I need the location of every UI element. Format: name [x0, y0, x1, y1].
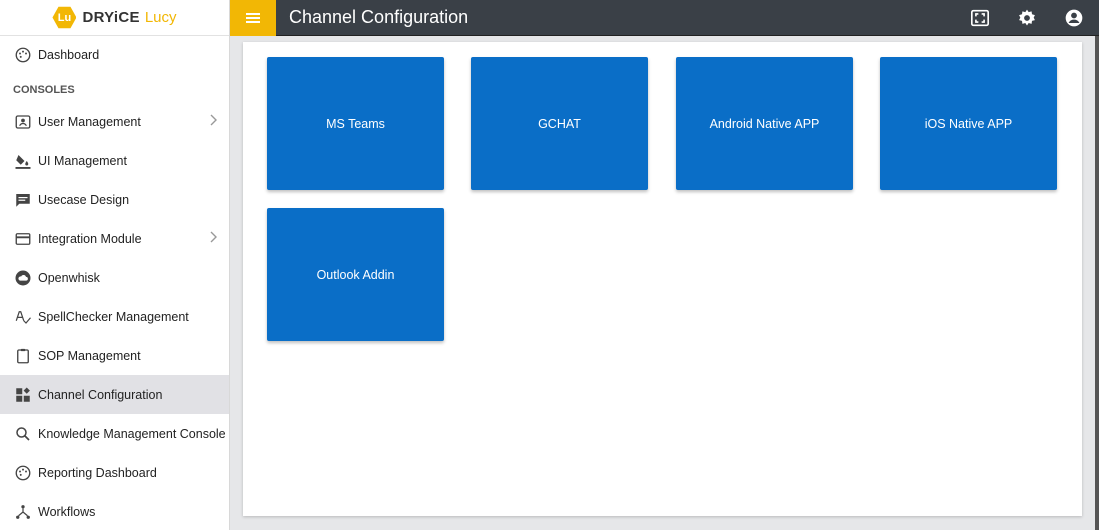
logo-mark: Lu — [52, 6, 77, 29]
sidebar-item-label: UI Management — [38, 153, 127, 168]
section-label-consoles: CONSOLES — [13, 84, 75, 96]
channel-tile-label: iOS Native APP — [924, 116, 1013, 131]
fullscreen-icon[interactable] — [969, 7, 991, 29]
sidebar-item-label: Reporting Dashboard — [38, 465, 157, 480]
workflow-icon — [14, 503, 32, 521]
top-header: Channel Configuration — [230, 0, 1099, 36]
channel-tile-ios-native-app[interactable]: iOS Native APP — [880, 57, 1057, 190]
sidebar-item-openwhisk[interactable]: Openwhisk — [0, 258, 229, 297]
channel-tile-label: GCHAT — [538, 116, 581, 131]
channel-tile-android-native-app[interactable]: Android Native APP — [676, 57, 853, 190]
sidebar-item-workflows[interactable]: Workflows — [0, 492, 229, 530]
palette-icon — [14, 464, 32, 482]
sidebar: Lu DRYiCE Lucy Dashboard CONSOLES User M… — [0, 0, 230, 530]
search-icon — [14, 425, 32, 443]
message-icon — [14, 191, 32, 209]
channel-tile-label: MS Teams — [326, 116, 385, 131]
chevron-right-icon — [209, 231, 217, 246]
sidebar-item-ui-management[interactable]: UI Management — [0, 141, 229, 180]
channel-tile-outlook-addin[interactable]: Outlook Addin — [267, 208, 444, 341]
sidebar-item-label: Usecase Design — [38, 192, 130, 207]
sidebar-item-label: Channel Configuration — [38, 387, 163, 402]
cloud-icon — [14, 269, 32, 287]
palette-icon — [14, 46, 32, 64]
logo-product: Lucy — [144, 9, 177, 26]
window-edge — [1095, 36, 1099, 530]
sidebar-item-label: User Management — [38, 114, 141, 129]
logo[interactable]: Lu DRYiCE Lucy — [0, 0, 229, 36]
spellcheck-icon — [14, 308, 32, 326]
sidebar-item-label: SpellChecker Management — [38, 309, 189, 324]
sidebar-item-channel-configuration[interactable]: Channel Configuration — [0, 375, 229, 414]
sidebar-item-label: Workflows — [38, 504, 96, 519]
page-title: Channel Configuration — [289, 7, 469, 27]
sidebar-item-spellchecker-management[interactable]: SpellChecker Management — [0, 297, 229, 336]
chevron-right-icon — [209, 114, 217, 129]
hamburger-icon — [246, 12, 260, 23]
channel-tile-label: Outlook Addin — [316, 267, 395, 282]
logo-brand: DRYiCE — [82, 9, 140, 26]
card-icon — [14, 230, 32, 248]
sidebar-item-dashboard[interactable]: Dashboard — [0, 36, 229, 74]
sidebar-item-user-management[interactable]: User Management — [0, 102, 229, 141]
clipboard-icon — [14, 347, 32, 365]
sidebar-item-label: Integration Module — [38, 231, 142, 246]
channel-tile-ms-teams[interactable]: MS Teams — [267, 57, 444, 190]
channel-panel: MS Teams GCHAT Android Native APP iOS Nativ… — [243, 42, 1082, 516]
sidebar-item-integration-module[interactable]: Integration Module — [0, 219, 229, 258]
sidebar-item-label: Openwhisk — [38, 270, 100, 285]
channel-tile-label: Android Native APP — [709, 116, 820, 131]
sidebar-item-usecase-design[interactable]: Usecase Design — [0, 180, 229, 219]
user-card-icon — [14, 113, 32, 131]
account-icon[interactable] — [1063, 7, 1085, 29]
sidebar-item-label: SOP Management — [38, 348, 141, 363]
sidebar-item-reporting-dashboard[interactable]: Reporting Dashboard — [0, 453, 229, 492]
paint-bucket-icon — [14, 152, 32, 170]
menu-button[interactable] — [230, 0, 276, 36]
widgets-icon — [14, 386, 32, 404]
sidebar-item-sop-management[interactable]: SOP Management — [0, 336, 229, 375]
channel-tile-gchat[interactable]: GCHAT — [471, 57, 648, 190]
sidebar-item-knowledge-management-console[interactable]: Knowledge Management Console — [0, 414, 229, 453]
sidebar-item-label: Knowledge Management Console — [38, 426, 226, 441]
gear-icon[interactable] — [1016, 7, 1038, 29]
sidebar-item-label: Dashboard — [38, 48, 100, 62]
